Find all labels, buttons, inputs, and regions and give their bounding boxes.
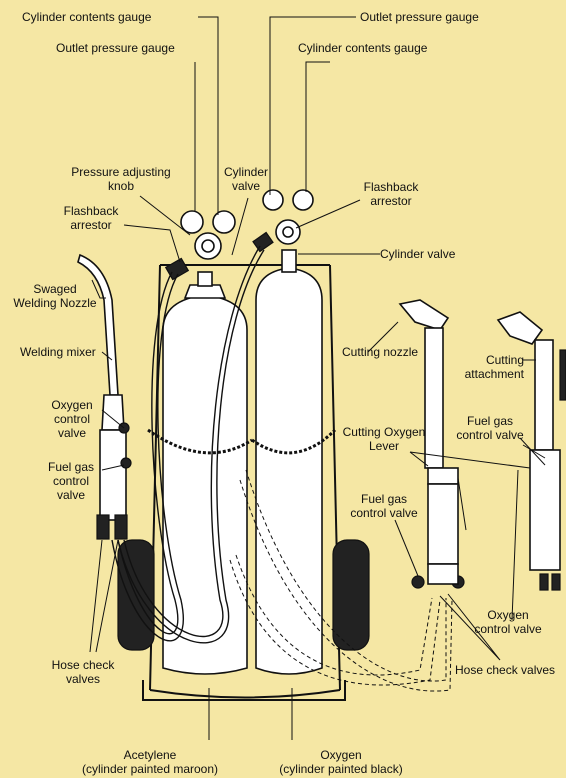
- label-pressure-adjusting-knob: Pressure adjusting knob: [58, 165, 184, 193]
- label-oxygen: Oxygen (cylinder painted black): [256, 748, 426, 776]
- label-hose-check-valves-right: Hose check valves: [455, 663, 555, 677]
- label-oxygen-control-valve-right: Oxygen control valve: [466, 608, 550, 636]
- label-cylinder-valve-top: Cylinder valve: [216, 165, 276, 193]
- oxygen-regulator: [253, 190, 313, 252]
- label-flashback-arrestor-left: Flashback arrestor: [58, 204, 124, 232]
- label-cutting-oxygen-lever: Cutting Oxygen Lever: [334, 425, 434, 453]
- label-swaged-welding-nozzle: Swaged Welding Nozzle: [4, 282, 106, 310]
- label-acetylene: Acetylene (cylinder painted maroon): [60, 748, 240, 776]
- label-hose-check-valves-left: Hose check valves: [40, 658, 126, 686]
- label-oxygen-control-valve-left: Oxygen control valve: [44, 398, 100, 440]
- label-flashback-arrestor-right: Flashback arrestor: [358, 180, 424, 208]
- label-cylinder-contents-gauge-left: Cylinder contents gauge: [22, 10, 151, 24]
- label-fuel-gas-control-valve-right: Fuel gas control valve: [452, 414, 528, 442]
- label-fuel-gas-control-valve-mid: Fuel gas control valve: [344, 492, 424, 520]
- oxygen-cylinder: [256, 250, 322, 674]
- label-cylinder-contents-gauge-right: Cylinder contents gauge: [298, 41, 427, 55]
- acetylene-regulator: [166, 211, 235, 280]
- label-cutting-nozzle: Cutting nozzle: [342, 345, 418, 359]
- label-outlet-pressure-gauge-right: Outlet pressure gauge: [360, 10, 479, 24]
- label-cylinder-valve-right: Cylinder valve: [380, 247, 455, 261]
- acetylene-cylinder: [163, 272, 247, 674]
- label-outlet-pressure-gauge-left: Outlet pressure gauge: [56, 41, 175, 55]
- label-cutting-attachment: Cutting attachment: [452, 353, 524, 381]
- label-fuel-gas-control-valve-left: Fuel gas control valve: [42, 460, 100, 502]
- label-welding-mixer: Welding mixer: [20, 345, 96, 359]
